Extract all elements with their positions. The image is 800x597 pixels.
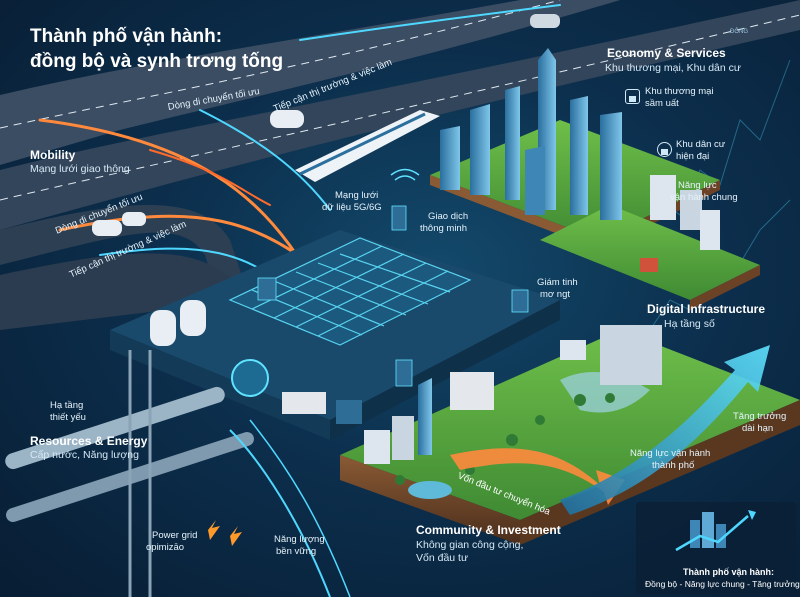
growth-label-2: dài hạn: [742, 423, 774, 434]
commerce-label-2: sầm uất: [645, 98, 679, 109]
title-line-2: đồng bộ và synh trơng tống: [30, 51, 284, 72]
essential-label-2: thiết yếu: [50, 412, 86, 423]
monitor-label-1: Giám tinh: [537, 277, 578, 288]
shop-icon: [625, 89, 640, 104]
energy-label-1: Năng lượng: [274, 534, 325, 545]
network-label-1: Mạng lưới: [335, 190, 379, 201]
monitor-label-2: mơ ngt: [540, 289, 570, 300]
utility-pipes: [5, 300, 362, 597]
network-label-2: dữ liệu 5G/6G: [322, 202, 382, 213]
smart-tx-label-2: thông minh: [420, 223, 468, 234]
mobility-subtitle: Mạng lưới giao thông: [30, 163, 130, 175]
city-capacity-label-2: thành phố: [652, 460, 695, 471]
title-line-1: Thành phố vận hành:: [30, 26, 223, 47]
community-subtitle-1: Không gian công cộng,: [416, 539, 524, 551]
growth-arrow: [560, 345, 770, 515]
community-title: Community & Investment: [416, 523, 561, 537]
vehicles: [92, 14, 560, 236]
economy-subtitle: Khu thương mại, Khu dân cư: [605, 62, 741, 74]
commerce-label-1: Khu thương mại: [645, 86, 714, 97]
city-platform: [110, 168, 560, 440]
growth-label-1: Tăng trưởng: [733, 411, 787, 422]
wifi-icon: [390, 168, 420, 181]
people-icon: [657, 142, 672, 157]
digital-subtitle: Hạ tầng số: [664, 318, 715, 330]
energy-label-2: bền vững: [276, 546, 317, 557]
residential-label-1: Khu dân cư: [676, 139, 726, 150]
power-label-2: opimizāo: [146, 542, 185, 553]
server-racks: [257, 205, 529, 387]
power-label-1: Power grid: [152, 530, 198, 541]
community-zone: [340, 325, 800, 545]
badge-line-1: Thành phố vận hành:: [683, 567, 774, 577]
lightning-icon: [230, 526, 242, 546]
digital-title: Digital Infrastructure: [647, 302, 766, 316]
smart-tx-label-1: Giao dịch: [428, 211, 469, 222]
residential-label-2: hiện đại: [676, 151, 710, 162]
city-capacity-label-1: Năng lực vận hành: [630, 448, 711, 459]
mobility-title: Mobility: [30, 148, 76, 162]
essential-label-1: Hạ tầng: [50, 400, 84, 411]
resources-subtitle: Cấp nước, Năng lượng: [30, 449, 139, 461]
page-title: Thành phố vận hành: đồng bộ và synh trơn…: [30, 24, 283, 74]
economy-zone: [430, 48, 760, 310]
building-sign: ĐÔNG: [730, 29, 748, 35]
highway-top: [0, 0, 800, 335]
investment-arrow: [450, 448, 625, 505]
capacity-label-2: vận hành chung: [670, 192, 738, 203]
skyscrapers: [440, 48, 720, 272]
economy-title: Economy & Services: [607, 46, 726, 60]
data-grid: [228, 237, 472, 346]
capacity-label-1: Năng lực: [678, 180, 717, 191]
lightning-icon: [208, 520, 220, 540]
badge-line-2: Đồng bộ - Năng lực chung - Tăng trưởng: [645, 579, 800, 589]
resources-title: Resources & Energy: [30, 434, 148, 448]
community-subtitle-2: Vốn đầu tư: [416, 552, 468, 564]
footer-badge-graphic: [636, 502, 796, 594]
